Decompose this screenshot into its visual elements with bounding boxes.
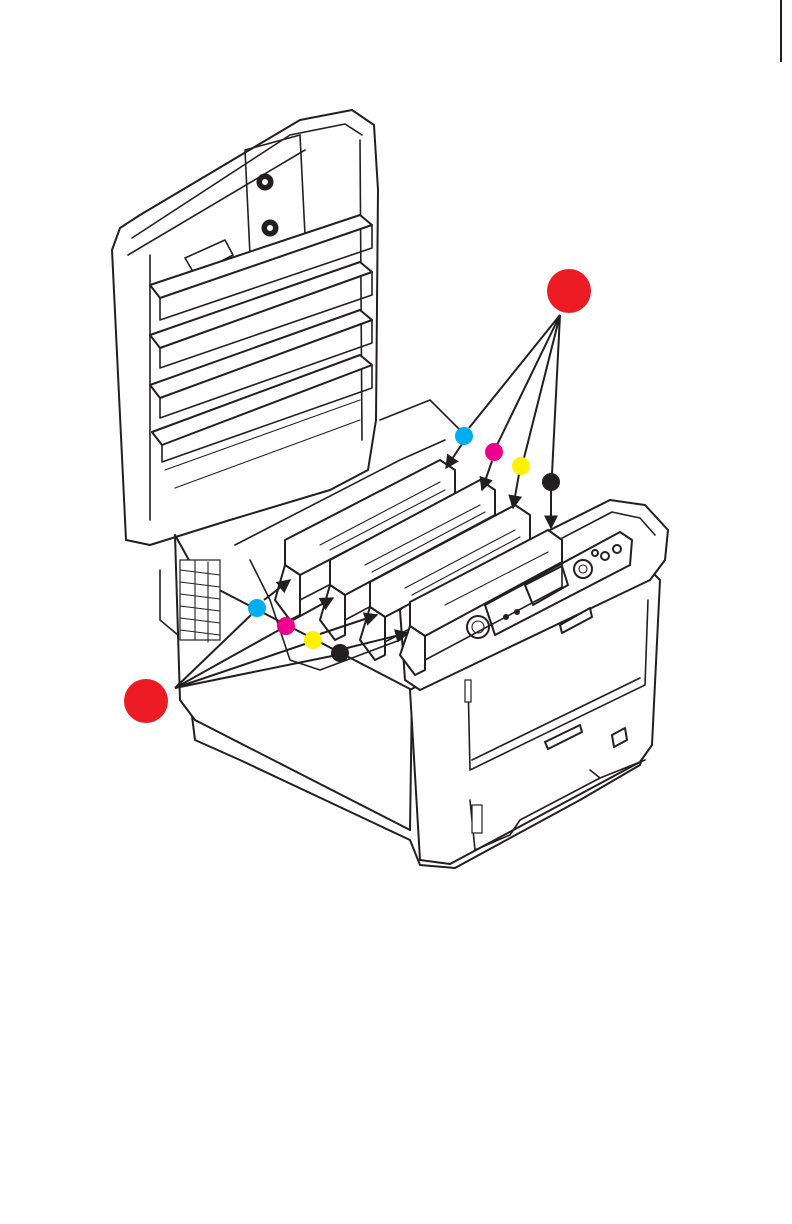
dot-magenta-lower (277, 617, 295, 635)
nav-button-icon (574, 560, 592, 578)
dot-black-lower (331, 644, 349, 662)
side-vent (180, 560, 220, 642)
callout-badge-lower (124, 679, 168, 723)
callout-badge-upper (547, 269, 591, 313)
dot-cyan-upper (455, 427, 473, 445)
open-top-cover (112, 110, 378, 545)
dot-black-upper (542, 473, 560, 491)
dot-magenta-upper (485, 443, 503, 461)
dot-yellow-lower (304, 631, 322, 649)
dot-cyan-lower (248, 599, 266, 617)
dot-yellow-upper (512, 457, 530, 475)
